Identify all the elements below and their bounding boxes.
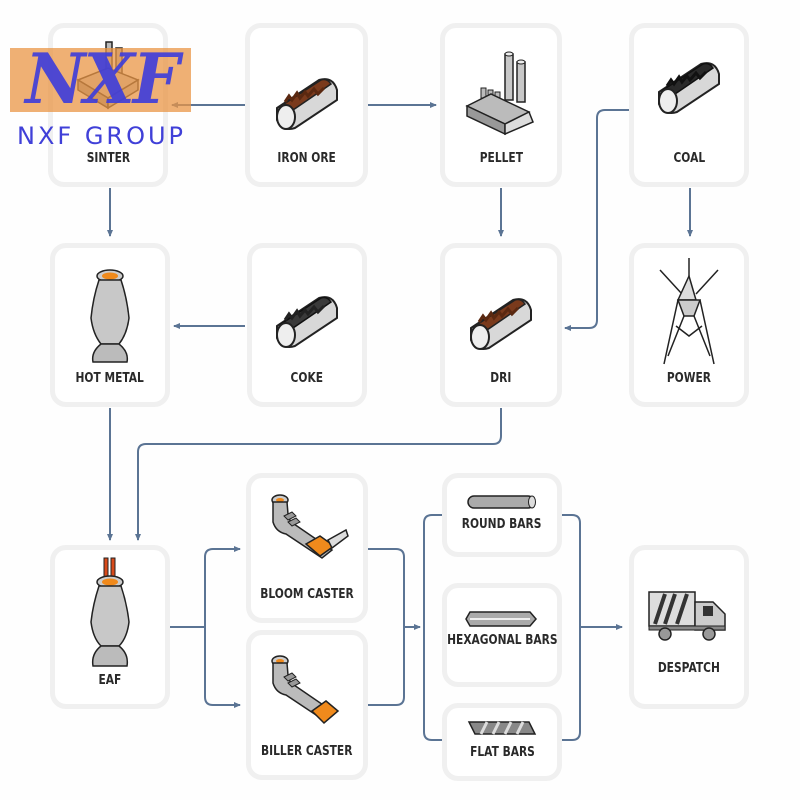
- node-label: PELLET: [479, 151, 523, 166]
- node-label: ROUND BARS: [462, 517, 542, 532]
- caster-icon: [271, 655, 340, 725]
- node-hexagonal-bars[interactable]: HEXAGONAL BARS: [442, 583, 562, 687]
- edge-eaf-to-bloom: [204, 546, 241, 627]
- node-power[interactable]: POWER: [629, 243, 749, 407]
- node-coal[interactable]: COAL: [629, 23, 749, 187]
- node-eaf[interactable]: EAF: [50, 545, 170, 709]
- node-label: HEXAGONAL BARS: [446, 633, 558, 648]
- node-label: BILLER CASTER: [261, 744, 353, 759]
- node-label: FLAT BARS: [469, 745, 535, 760]
- node-flat-bars[interactable]: FLAT BARS: [442, 703, 562, 781]
- logo-mark: NXF: [25, 38, 179, 120]
- caster-icon: [271, 494, 349, 559]
- logo-subtitle: NXF GROUP: [16, 122, 187, 150]
- node-label: DESPATCH: [657, 661, 721, 676]
- node-label: BLOOM CASTER: [260, 587, 354, 602]
- flat-bar-icon: [467, 721, 537, 735]
- factory-icon: [465, 51, 534, 136]
- edge-bars-bracket-right: [562, 514, 581, 741]
- node-label: DRI: [490, 371, 512, 386]
- edge-eaf-to-biller: [204, 627, 241, 708]
- edge-bars-bracket-left: [423, 514, 442, 741]
- edge-bloom-out: [368, 548, 405, 706]
- node-biller-caster[interactable]: BILLER CASTER: [246, 630, 368, 780]
- node-label: COAL: [673, 151, 705, 166]
- edge-coal-to-dri: [564, 109, 629, 331]
- power-tower-icon: [659, 258, 719, 365]
- logo-background: [10, 48, 191, 112]
- node-despatch[interactable]: DESPATCH: [629, 545, 749, 709]
- node-label: IRON ORE: [277, 151, 336, 166]
- ladle-icon: [90, 269, 130, 363]
- node-hot-metal[interactable]: HOT METAL: [50, 243, 170, 407]
- edge-dri-to-eaf: [135, 408, 502, 541]
- node-iron-ore[interactable]: IRON ORE: [245, 23, 368, 187]
- node-label: COKE: [290, 371, 324, 386]
- node-pellet[interactable]: PELLET: [440, 23, 562, 187]
- furnace-icon: [90, 557, 130, 667]
- coal-bin-icon: [658, 62, 720, 114]
- node-dri[interactable]: DRI: [440, 243, 562, 407]
- node-coke[interactable]: COKE: [247, 243, 367, 407]
- node-bloom-caster[interactable]: BLOOM CASTER: [246, 473, 368, 623]
- node-label: HOT METAL: [75, 371, 145, 386]
- node-label: EAF: [98, 673, 122, 688]
- node-round-bars[interactable]: ROUND BARS: [442, 473, 562, 557]
- hex-bar-icon: [465, 611, 537, 627]
- round-bar-icon: [467, 495, 536, 509]
- node-label: SINTER: [86, 151, 130, 166]
- node-label: POWER: [666, 371, 712, 386]
- ore-bin-icon: [275, 78, 338, 130]
- truck-icon: [648, 591, 726, 641]
- ore-bin-icon: [470, 298, 532, 350]
- coke-bin-icon: [276, 296, 338, 348]
